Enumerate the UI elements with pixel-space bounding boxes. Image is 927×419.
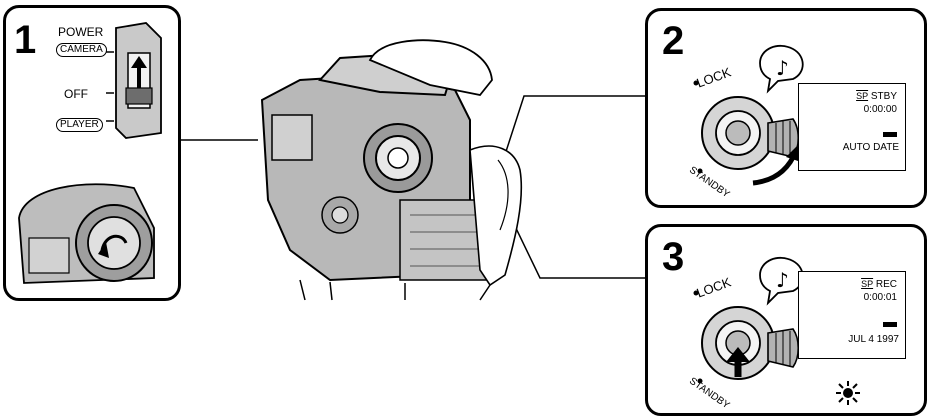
- standby-dial-icon[interactable]: ♪: [648, 11, 927, 211]
- off-label: OFF: [64, 87, 88, 101]
- lcd-counter: 0:00:01: [863, 292, 897, 303]
- lcd-counter: 0:00:00: [863, 104, 897, 115]
- step-3-number: 3: [662, 235, 685, 279]
- lens-cap-icon: [18, 183, 155, 284]
- power-switch-icon[interactable]: [106, 18, 176, 143]
- svg-text:♪: ♪: [776, 56, 789, 80]
- step-2-panel: 2 ♪ LOCK STANDBY SP STBY 0:00:00 AUTO DA…: [645, 8, 927, 208]
- step-2-number: 2: [662, 19, 685, 63]
- lcd-footer: AUTO DATE: [842, 142, 899, 153]
- lcd-mode: STBY: [870, 91, 897, 102]
- lcd-footer: JUL 4 1997: [848, 334, 899, 345]
- lcd-mode: REC: [875, 279, 897, 290]
- battery-icon: [883, 132, 897, 137]
- camera-mode-label: CAMERA: [56, 43, 107, 57]
- step-1-panel: 1 POWER CAMERA OFF PLAYER: [3, 5, 181, 301]
- sun-icon: [836, 381, 860, 405]
- record-button-dial-icon[interactable]: ♪: [648, 227, 927, 419]
- svg-text:♪: ♪: [776, 268, 789, 292]
- power-label: POWER: [58, 25, 104, 39]
- step-3-panel: 3 ♪ LOCK STANDBY SP REC 0:00:01 JUL 4 19…: [645, 224, 927, 416]
- player-mode-label: PLAYER: [56, 118, 103, 132]
- viewfinder-display: SP REC 0:00:01 JUL 4 1997: [798, 271, 906, 359]
- step-1-number: 1: [14, 18, 37, 62]
- sp-indicator: SP: [856, 91, 869, 101]
- viewfinder-display: SP STBY 0:00:00 AUTO DATE: [798, 83, 906, 171]
- battery-icon: [883, 322, 897, 327]
- sp-indicator: SP: [861, 279, 874, 289]
